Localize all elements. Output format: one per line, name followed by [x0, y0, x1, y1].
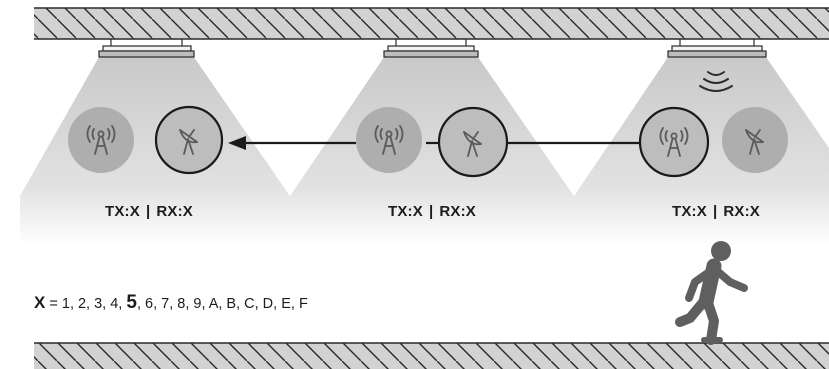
tx-label: TX:X: [387, 203, 423, 220]
luminaire-1: [98, 39, 195, 58]
satellite-dish-icon: [463, 131, 482, 157]
receiver-1: [154, 105, 224, 175]
legend-equals: =: [45, 296, 62, 312]
receiver-3: [722, 107, 788, 173]
transmitter-3: [638, 106, 710, 178]
luminaire-2: [383, 39, 479, 58]
node-label-1: TX:X | RX:X: [79, 203, 219, 220]
rx-label: RX:X: [439, 203, 476, 220]
satellite-dish-icon: [179, 129, 198, 155]
separator: |: [145, 203, 151, 220]
arrow-left-icon: [228, 136, 246, 150]
transmitter-2: [356, 107, 422, 173]
legend-values-before: 1, 2, 3, 4,: [61, 296, 127, 312]
legend-highlight: 5: [126, 292, 137, 313]
node-label-3: TX:X | RX:X: [646, 203, 786, 220]
antenna-broadcast-icon: [374, 125, 404, 155]
luminaire-3: [667, 39, 767, 58]
walking-person-icon: [675, 241, 748, 345]
tx-label: TX:X: [104, 203, 140, 220]
tx-label: TX:X: [671, 203, 707, 220]
channel-legend: X = 1, 2, 3, 4, 5, 6, 7, 8, 9, A, B, C, …: [34, 292, 308, 314]
node-label-2: TX:X | RX:X: [362, 203, 502, 220]
light-beam-1: [20, 57, 290, 245]
legend-symbol: X: [34, 293, 46, 312]
antenna-broadcast-icon: [659, 127, 689, 157]
antenna-broadcast-icon: [86, 125, 116, 155]
legend-values-after: , 6, 7, 8, 9, A, B, C, D, E, F: [136, 296, 308, 312]
motion-waves-icon: [699, 71, 733, 92]
transmitter-1: [68, 107, 134, 173]
floor: [34, 342, 829, 369]
rx-label: RX:X: [723, 203, 760, 220]
receiver-2: [437, 106, 509, 178]
separator: |: [428, 203, 434, 220]
ceiling: [34, 7, 829, 40]
satellite-dish-icon: [745, 129, 764, 155]
light-beam-2: [290, 57, 574, 245]
rx-label: RX:X: [156, 203, 193, 220]
separator: |: [712, 203, 718, 220]
